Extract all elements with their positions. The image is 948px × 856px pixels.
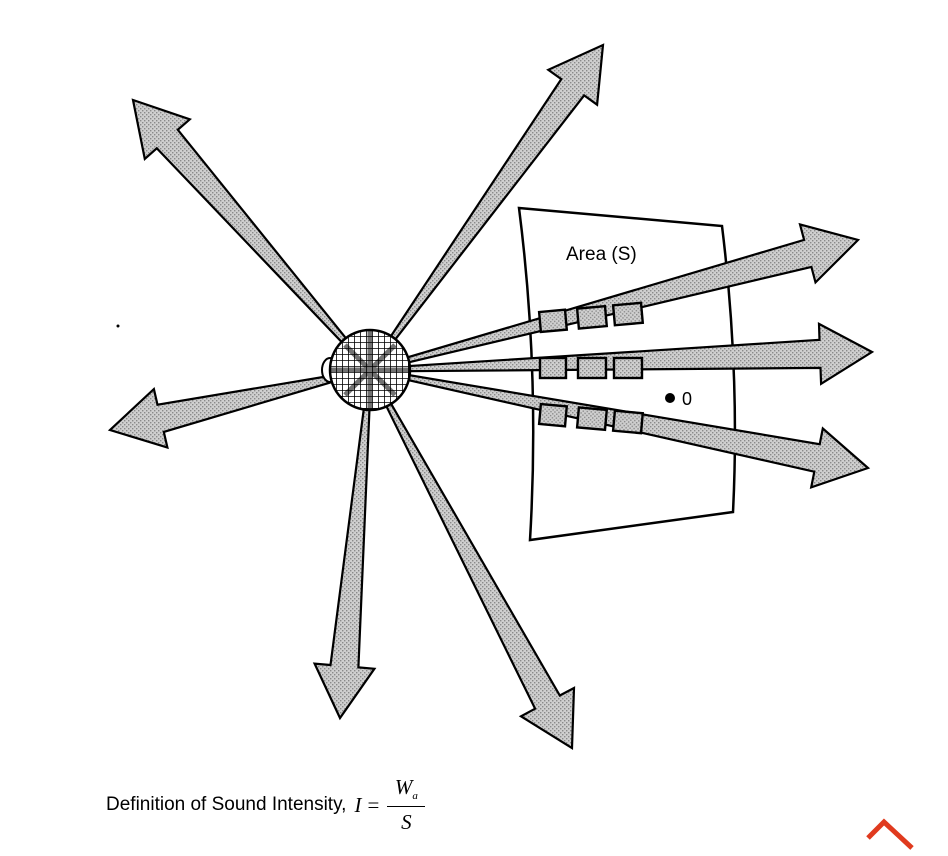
radiating-arrows [107, 43, 875, 750]
fraction-bar [387, 805, 426, 807]
beam-segment [575, 304, 609, 330]
intensity-symbol: I [354, 792, 362, 817]
point-label: 0 [682, 389, 692, 409]
arrow-right-upper [387, 222, 861, 369]
fraction-numerator: Wa [391, 775, 422, 805]
stray-dot [116, 324, 120, 328]
beam-segments [537, 301, 645, 435]
arrow-down [312, 388, 377, 721]
power-symbol: W [394, 775, 413, 800]
point-marker [665, 393, 675, 403]
power-subscript: a [412, 790, 418, 803]
intensity-fraction: Wa S [387, 775, 426, 834]
area-label: Area (S) [566, 244, 637, 265]
beam-segment [611, 301, 645, 327]
caption-text: Definition of Sound Intensity, [106, 794, 347, 815]
beam-segment [576, 356, 608, 380]
beam-segment [611, 409, 645, 435]
arrow-left [107, 371, 353, 450]
arrow-down-right [376, 385, 576, 750]
beam-segment [612, 356, 644, 380]
arrow-up-right [378, 43, 605, 357]
sound-source [321, 328, 412, 412]
beam-segment [537, 308, 569, 334]
beam-segment [575, 406, 609, 432]
beam-segment [538, 356, 568, 380]
fraction-denominator: S [401, 809, 412, 834]
corner-mark [866, 818, 914, 850]
arrow-up-left [131, 98, 360, 358]
caption: Definition of Sound Intensity, I = Wa S [106, 770, 426, 840]
equals-sign: = [367, 792, 380, 817]
arrow-right-middle [388, 322, 875, 386]
beam-segment [537, 402, 569, 428]
